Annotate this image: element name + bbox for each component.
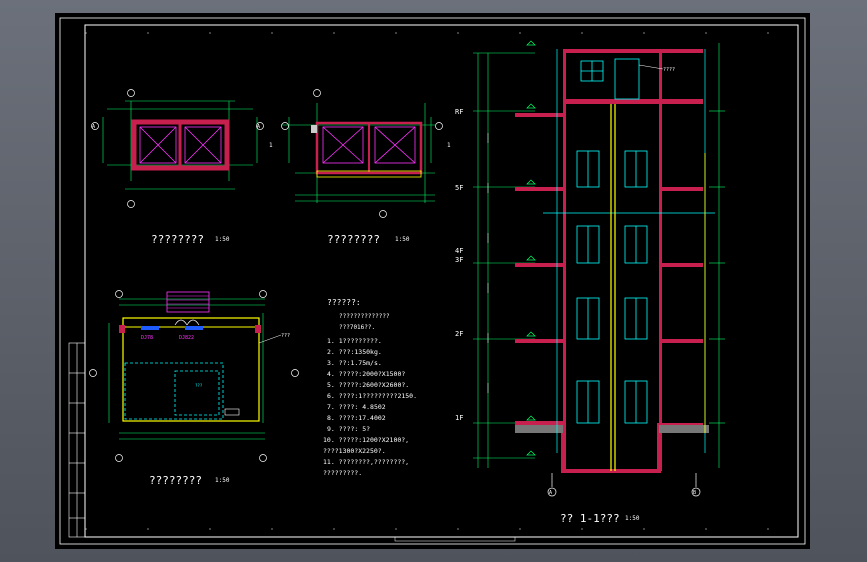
plan-scale: 1:50	[395, 236, 410, 243]
drawing-svg: A A ???????? 1:50	[59, 17, 806, 545]
plan-title: ????????	[327, 233, 380, 246]
note-item: 5. ?????:2600?X2600?.	[327, 381, 409, 389]
level-markers	[526, 40, 536, 456]
notes-heading: ??????:	[327, 298, 361, 307]
section-title: ?? 1-1???	[560, 512, 620, 525]
section-mark: 1	[447, 142, 451, 149]
note-item: 7. ????: 4.8502	[327, 403, 386, 411]
note-item: ?????????.	[323, 469, 362, 477]
section-drawing[interactable]: RF 5F 4F 3F 2F 1F	[455, 40, 725, 525]
frame-ticks	[85, 32, 798, 530]
note-item: ????1300?X2250?.	[323, 447, 386, 455]
plan-scale: 1:50	[215, 477, 230, 484]
note-item: 3. ??:1.75m/s.	[327, 359, 382, 367]
note-item: 1. 1?????????.	[327, 337, 382, 345]
plan-pit[interactable]: DJ78 DJ822 ??? ??? ???????? 1:50	[89, 290, 299, 488]
landing-doors	[576, 58, 648, 424]
section-scale: 1:50	[625, 515, 640, 522]
roof-tag: ????	[663, 67, 675, 73]
pit-tag-left: DJ78	[141, 335, 153, 341]
plan-machine-room[interactable]: A A ???????? 1:50	[91, 89, 264, 247]
plan-title: ????????	[149, 474, 202, 487]
plan-scale: 1:50	[215, 236, 230, 243]
level-label: RF	[455, 108, 463, 116]
pit-leader-text: ???	[281, 333, 290, 339]
note-item: 9. ????: 5?	[327, 425, 370, 433]
note-item: 4. ?????:2000?X1500?	[327, 370, 405, 378]
note-item: 10. ?????:1200?X2100?,	[323, 436, 409, 444]
notes-intro: ??????????????	[339, 313, 390, 320]
notes-intro: ???7016??.	[339, 324, 375, 331]
outer-frame	[59, 17, 806, 545]
drawing-canvas[interactable]: A A ???????? 1:50	[55, 13, 810, 549]
plan-hoistway-top[interactable]: 1 1 ???????? 1:50	[269, 89, 451, 247]
axis-label: A	[257, 124, 260, 130]
notes-block: ??????: ?????????????? ???7016??. 1. 1??…	[323, 298, 417, 477]
axis-label: A	[92, 124, 95, 130]
note-item: 8. ????:17.4002	[327, 414, 386, 422]
bottom-strip	[394, 536, 516, 542]
title-block	[68, 342, 86, 538]
axis-label: B	[693, 490, 696, 496]
level-label: 4F	[455, 247, 463, 255]
level-label: 1F	[455, 414, 463, 422]
level-label: 3F	[455, 256, 463, 264]
pit-room-label: ???	[195, 383, 203, 388]
plan-title: ????????	[151, 233, 204, 246]
note-item: 11. ????????,????????,	[323, 458, 409, 466]
pit-tag-right: DJ822	[179, 335, 194, 341]
level-label: 5F	[455, 184, 463, 192]
note-item: 6. ????:1?????????2150.	[327, 392, 417, 400]
level-label: 2F	[455, 330, 463, 338]
note-item: 2. ???:1350kg.	[327, 348, 382, 356]
axis-label: A	[549, 490, 552, 496]
section-mark: 1	[269, 142, 273, 149]
window-icon	[580, 60, 604, 82]
